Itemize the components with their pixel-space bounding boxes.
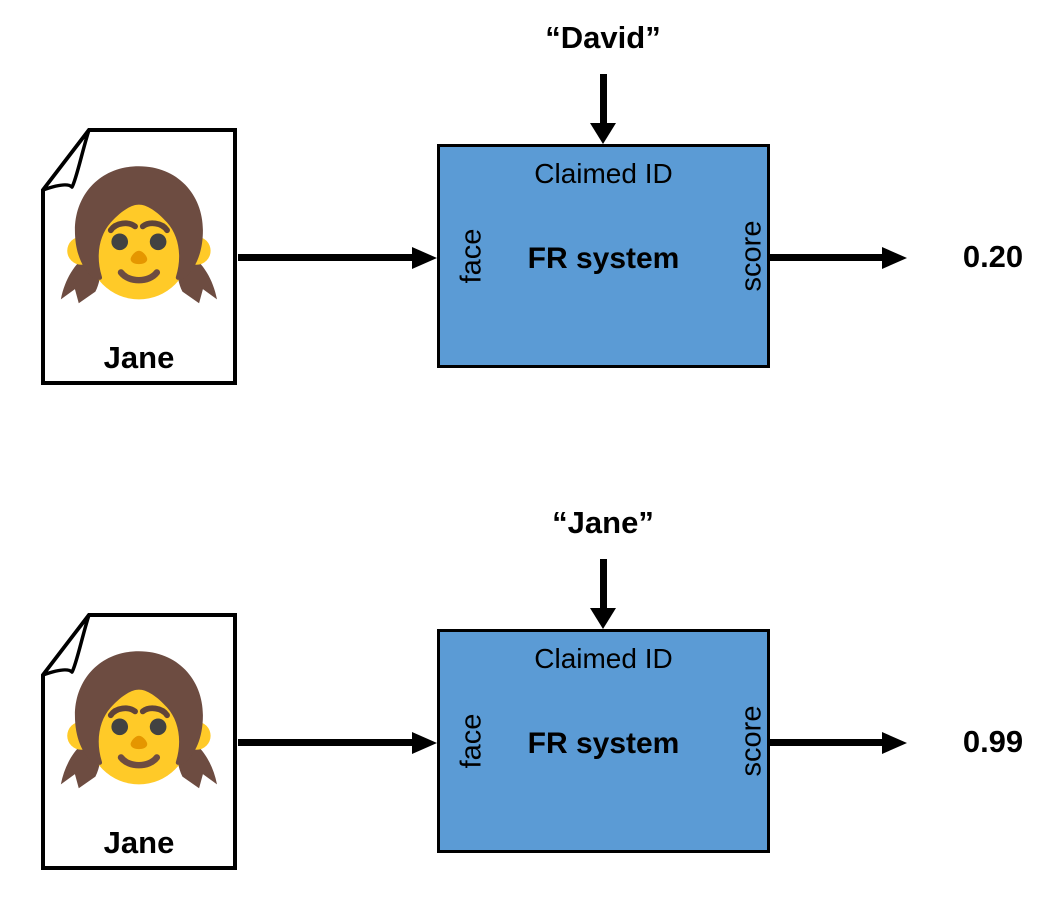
similarity-score-value: 0.20 — [962, 239, 1024, 274]
input-arrow-shaft — [238, 739, 413, 746]
score-output-label: score — [735, 705, 768, 777]
similarity-score-value: 0.99 — [962, 724, 1024, 759]
face-input-label: face — [455, 713, 488, 769]
document-fold-corner — [41, 128, 91, 192]
claim-arrow-shaft — [600, 74, 607, 124]
document-icon — [41, 613, 237, 870]
score-output-label: score — [735, 220, 768, 292]
fr-system-box: Claimed ID FR system face score — [437, 144, 770, 368]
scenario-genuine-claim: “Jane” Jane Claimed ID FR system face sc… — [0, 485, 1064, 898]
claimed-id-label: “Jane” — [552, 505, 654, 540]
claim-arrow-shaft — [600, 559, 607, 609]
output-arrow-shaft — [770, 739, 883, 746]
photo-document: Jane — [40, 613, 238, 871]
photo-name-label: Jane — [103, 825, 175, 860]
claimed-id-header: Claimed ID — [534, 158, 673, 189]
photo-name-label: Jane — [103, 340, 175, 375]
input-arrow-right-icon — [412, 732, 437, 754]
document-fold-corner — [41, 613, 91, 677]
claim-arrow-down-icon — [590, 123, 616, 144]
input-arrow-right-icon — [412, 247, 437, 269]
scenario-impostor-claim: “David” Jane Claimed ID FR system face s… — [0, 0, 1064, 413]
claimed-id-label: “David” — [545, 20, 661, 55]
face-input-label: face — [455, 228, 488, 284]
claimed-id-header: Claimed ID — [534, 643, 673, 674]
output-arrow-shaft — [770, 254, 883, 261]
claim-arrow-down-icon — [590, 608, 616, 629]
output-arrow-right-icon — [882, 732, 907, 754]
output-arrow-right-icon — [882, 247, 907, 269]
fr-system-box: Claimed ID FR system face score — [437, 629, 770, 853]
photo-document: Jane — [40, 128, 238, 386]
fr-system-title: FR system — [527, 727, 680, 760]
fr-system-title: FR system — [527, 242, 680, 275]
document-icon — [41, 128, 237, 385]
input-arrow-shaft — [238, 254, 413, 261]
